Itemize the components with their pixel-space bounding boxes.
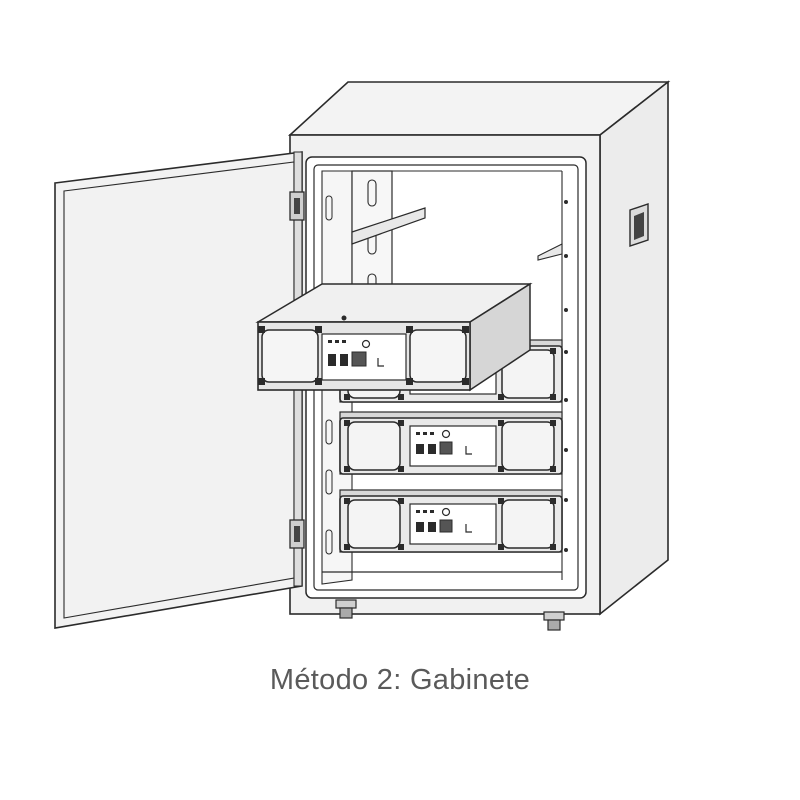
- cabinet-door: [54, 151, 305, 629]
- door-hinge-top: [289, 191, 305, 221]
- installed-battery-module-3: [339, 489, 563, 553]
- diagram-caption: Método 2: Gabinete: [269, 664, 531, 696]
- cabinet-feet: [335, 599, 565, 631]
- installed-battery-module-2: [339, 411, 563, 475]
- sliding-battery-module: [255, 282, 533, 392]
- door-hinge-bottom: [289, 519, 305, 549]
- side-handle: [629, 203, 649, 247]
